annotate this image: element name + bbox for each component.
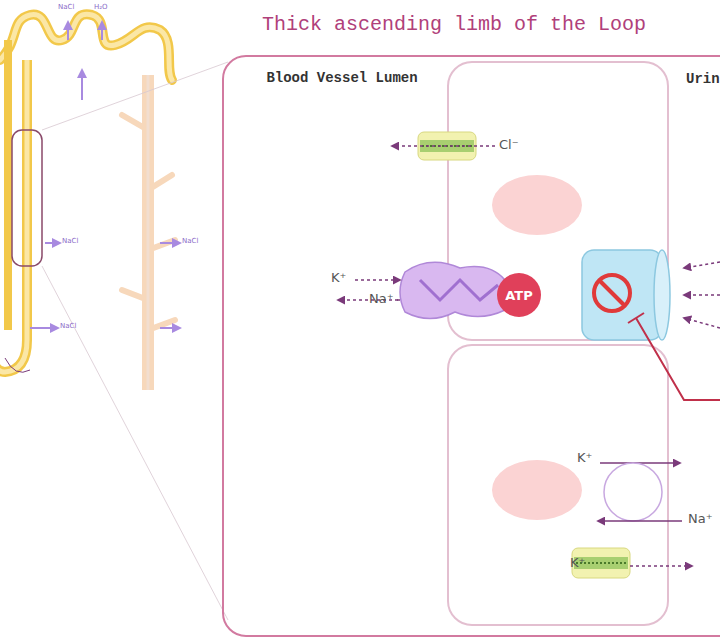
panel-box: Thick ascending limb of the LoopATP [222,55,720,637]
exchanger [598,463,682,521]
blocked-cotransporter [582,250,720,400]
ion-label: K⁺ [570,556,585,570]
atp-label: ATP [505,288,532,303]
region-label: Blood Vessel Lumen [262,70,422,87]
flow-label: NaCl [60,323,76,331]
flow-label: NaCl [182,238,198,246]
ion-label: K⁺ [577,451,592,465]
cell [448,345,668,625]
flow-label: NaCl [58,4,74,12]
chloride-channel [392,132,495,160]
ion-label: Na⁺ [369,292,394,306]
region-label: Urin [686,72,720,87]
ion-label: Cl⁻ [499,138,519,152]
nucleus [492,460,582,520]
nucleus [492,175,582,235]
sodium-potassium-pump [355,262,505,318]
panel-title: Thick ascending limb of the Loop [262,13,646,36]
atp-circle: ATP [497,273,541,317]
ion-label: K⁺ [331,271,346,285]
flow-label: H₂O [94,4,108,12]
ion-label: Na⁺ [688,512,713,526]
potassium-channel [572,548,692,578]
nephron [0,14,228,620]
flow-label: NaCl [62,238,78,246]
